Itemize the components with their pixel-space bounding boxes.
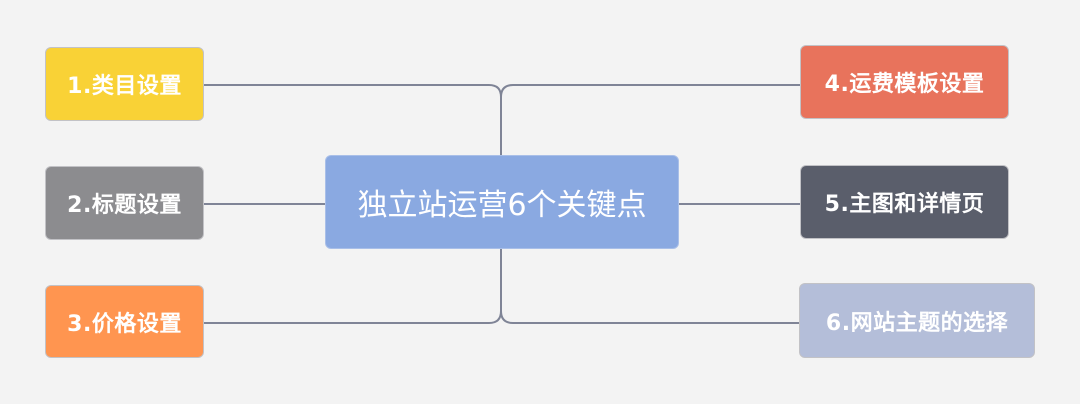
central-topic[interactable]: 独立站运营6个关键点 — [325, 155, 679, 249]
node-label: 6.网站主题的选择 — [825, 310, 1009, 336]
node-price-settings[interactable]: 3.价格设置 — [45, 285, 204, 358]
central-topic-label: 独立站运营6个关键点 — [357, 188, 647, 223]
node-main-image-detail-page[interactable]: 5.主图和详情页 — [800, 165, 1009, 239]
node-shipping-template-settings[interactable]: 4.运费模板设置 — [800, 45, 1009, 119]
node-label: 5.主图和详情页 — [824, 192, 985, 217]
node-label: 4.运费模板设置 — [824, 72, 985, 97]
node-label: 2.标题设置 — [67, 193, 182, 218]
node-label: 1.类目设置 — [67, 74, 182, 99]
node-label: 3.价格设置 — [67, 311, 182, 337]
node-title-settings[interactable]: 2.标题设置 — [45, 166, 204, 240]
node-site-theme-selection[interactable]: 6.网站主题的选择 — [799, 283, 1035, 358]
node-category-settings[interactable]: 1.类目设置 — [45, 47, 204, 121]
